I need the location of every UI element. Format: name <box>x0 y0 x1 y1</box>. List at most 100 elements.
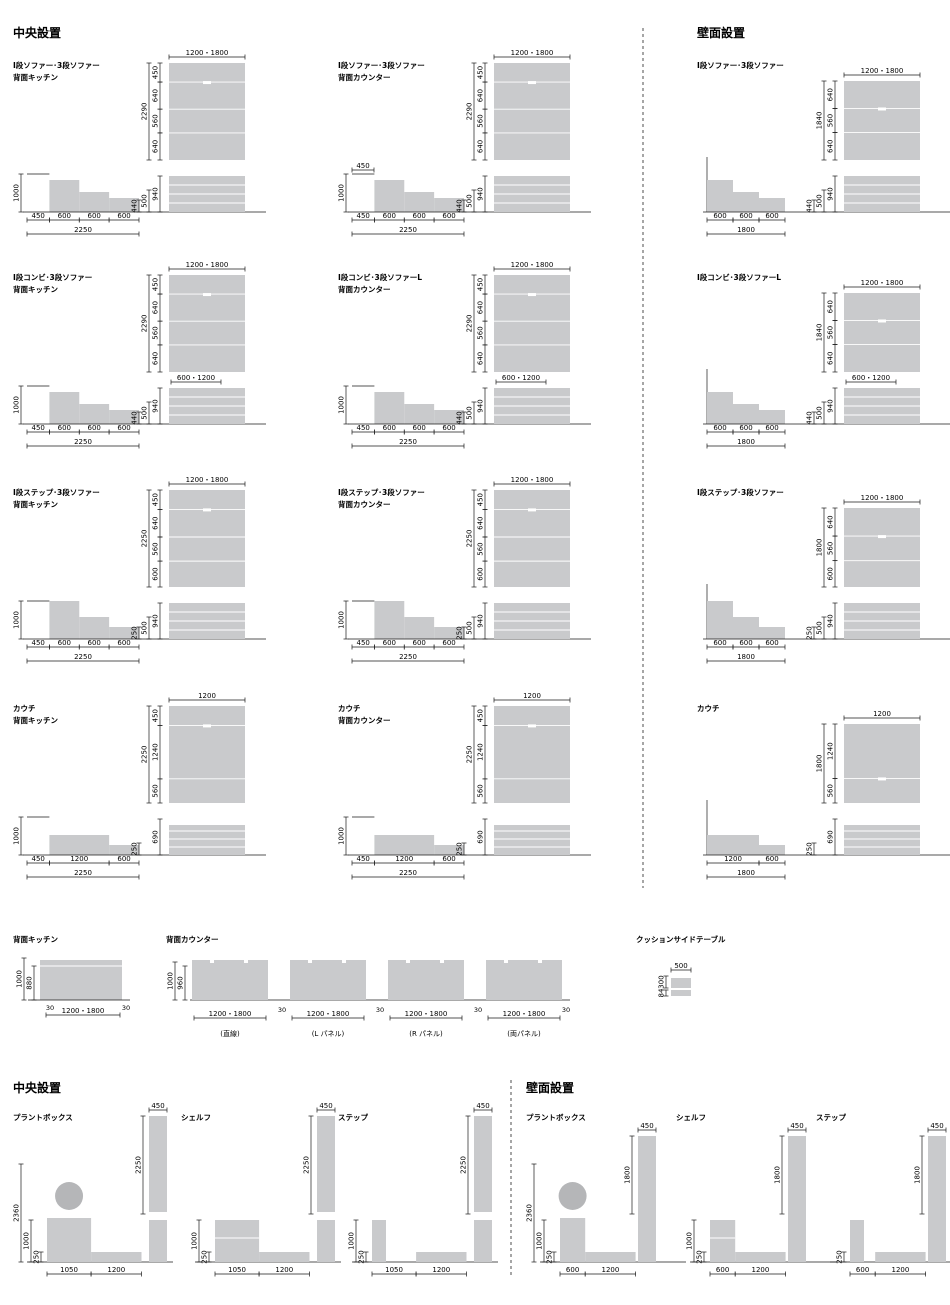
seat-height-label: 250 <box>201 1250 209 1263</box>
segment-height-label: 560 <box>477 542 485 555</box>
seat-height-label: 250 <box>696 1250 704 1263</box>
counter-gap-label: 30 <box>474 1006 482 1014</box>
partition-lower <box>149 1220 167 1262</box>
plant-box <box>47 1218 92 1262</box>
panel-notch <box>528 81 536 85</box>
depth-label: 600 <box>442 855 455 863</box>
partition-upper <box>317 1116 335 1212</box>
seat-block <box>259 1252 310 1262</box>
depth-label: 600 <box>713 212 726 220</box>
sofa-step <box>707 601 733 639</box>
segment-height-label: 640 <box>152 352 160 365</box>
partition-upper <box>638 1136 656 1232</box>
total-height-label: 1800 <box>816 539 824 557</box>
segment-height-label: 640 <box>152 89 160 102</box>
counter-width-label: 1200・1800 <box>307 1010 350 1018</box>
panel-width-label: 1200・1800 <box>861 494 904 502</box>
partition-lower <box>638 1220 656 1262</box>
seat-height-label: 440 <box>131 199 139 212</box>
sub-width-label: 600・1200 <box>502 374 540 382</box>
option-title: ステップ <box>338 1112 368 1122</box>
depth-label: 600 <box>442 639 455 647</box>
panel-width-label: 1200・1800 <box>511 476 554 484</box>
depth-label: 600 <box>765 212 778 220</box>
total-height-label: 2290 <box>466 315 474 333</box>
partition-width-label: 450 <box>319 1102 332 1110</box>
panel-elevation <box>494 490 570 587</box>
sub-width-label: 600・1200 <box>177 374 215 382</box>
total-depth-label: 2250 <box>399 869 417 877</box>
seat-height-label: 250 <box>806 842 814 855</box>
config-cell: I段ソファー･3段ソファー背面キッチン1200・1800450640560640… <box>13 49 266 237</box>
sofa-step <box>404 404 435 424</box>
total-depth-label: 2250 <box>74 226 92 234</box>
segment-height-label: 640 <box>477 301 485 314</box>
seat-height-label: 250 <box>836 1250 844 1263</box>
sofa-step <box>109 627 139 639</box>
plant-height-label: 2360 <box>13 1204 21 1222</box>
seat-depth-label: 1200 <box>891 1266 909 1274</box>
sofa-step <box>374 835 435 855</box>
total-height-label: 2250 <box>141 530 149 548</box>
panel-width-label: 1200・1800 <box>186 261 229 269</box>
depth-label: 1200 <box>724 855 742 863</box>
sofa-step <box>49 601 80 639</box>
counter-unit <box>486 960 562 1000</box>
total-height-label: 2250 <box>466 530 474 548</box>
seat-depth-label: 1200 <box>107 1266 125 1274</box>
segment-height-label: 640 <box>827 140 835 153</box>
partition-upper <box>788 1136 806 1232</box>
mid-height-label: 500 <box>466 621 474 634</box>
seat-height-label: 250 <box>546 1250 554 1263</box>
total-height-label: 2250 <box>141 746 149 764</box>
panel-notch <box>528 293 536 297</box>
sofa-step <box>707 392 733 424</box>
table-title: クッションサイドテーブル <box>636 934 726 944</box>
counter-variant-caption: (L パネル) <box>312 1030 345 1038</box>
segment-height-label: 600 <box>827 567 835 580</box>
partition-width-label: 450 <box>151 1102 164 1110</box>
panel-notch <box>203 508 211 512</box>
panel-elevation <box>169 490 245 587</box>
counter-notch <box>440 960 444 963</box>
config-subtitle: 背面カウンター <box>338 715 391 725</box>
panel-notch <box>203 293 211 297</box>
side-section <box>23 600 266 640</box>
seat-height-label: 440 <box>456 411 464 424</box>
front-view <box>494 825 570 855</box>
total-height-label: 2290 <box>141 103 149 121</box>
mid-height-label: 500 <box>466 194 474 207</box>
depth-label: 600 <box>88 424 101 432</box>
mid-height-label: 500 <box>141 194 149 207</box>
panel-width-label: 1200・1800 <box>861 67 904 75</box>
seat-depth-label: 1200 <box>751 1266 769 1274</box>
seat-height-label: 440 <box>456 199 464 212</box>
seat-depth-label: 1200 <box>432 1266 450 1274</box>
panel-width-label: 1200・1800 <box>511 261 554 269</box>
sofa-step <box>733 192 759 212</box>
back-height-label: 1000 <box>13 827 21 845</box>
counter-inner-height-label: 960 <box>177 976 185 989</box>
panel-notch <box>528 724 536 728</box>
counter-notch <box>406 960 410 963</box>
partition-width-label: 450 <box>930 1122 943 1130</box>
segment-height-label: 600 <box>477 567 485 580</box>
rail-height-label: 690 <box>152 830 160 843</box>
top-depth-label: 450 <box>356 162 369 170</box>
sofa-step <box>733 617 759 639</box>
sofa-step <box>79 192 110 212</box>
section-headings: 中央設置壁面設置中央設置壁面設置 <box>13 25 745 1278</box>
segment-height-label: 640 <box>477 89 485 102</box>
option-title: プラントボックス <box>13 1112 73 1122</box>
kitchen-width-label: 1200・1800 <box>62 1007 105 1015</box>
plant-height-label: 2360 <box>526 1204 534 1222</box>
unit-depth-label: 1050 <box>385 1266 403 1274</box>
config-subtitle: 背面キッチン <box>13 715 58 725</box>
side-section <box>23 816 266 856</box>
segment-height-label: 450 <box>477 66 485 79</box>
unit-height-label: 1000 <box>191 1232 199 1250</box>
rail-height-label: 940 <box>477 614 485 627</box>
